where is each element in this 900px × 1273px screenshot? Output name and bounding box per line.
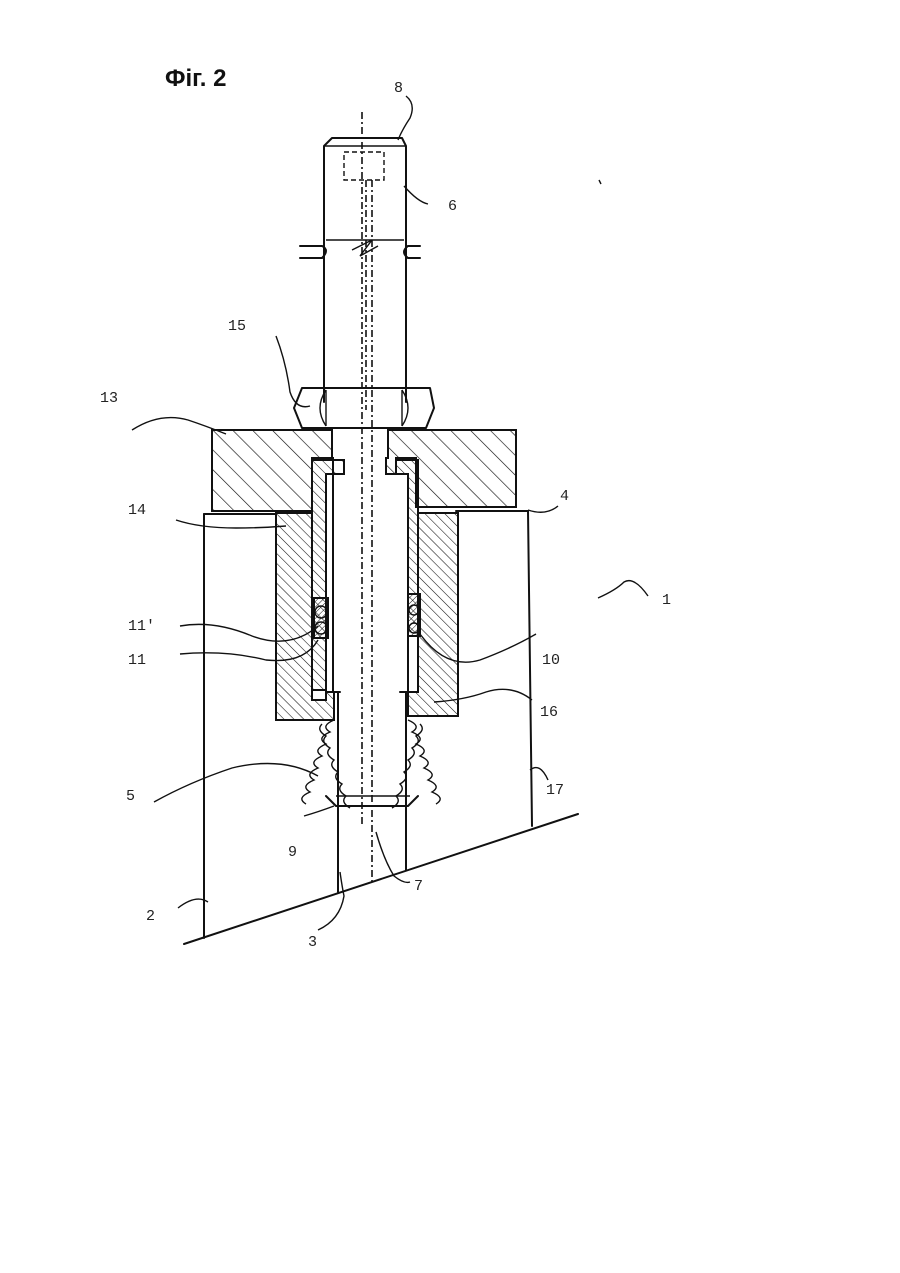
centerline-7 [362,112,372,884]
outer-housing [204,511,532,938]
label-11: 11 [128,652,146,669]
rod-6 [300,138,420,402]
label-9: 9 [288,844,297,861]
nut-15 [294,388,434,428]
label-17: 17 [546,782,564,799]
label-3: 3 [308,934,317,951]
label-15: 15 [228,318,246,335]
figure-title: Фіг. 2 [165,65,226,92]
body-16 [276,513,458,720]
label-1: 1 [662,592,671,609]
stray-mark [599,180,601,184]
label-11-prime: 11' [128,618,155,635]
label-14: 14 [128,502,146,519]
label-2: 2 [146,908,155,925]
label-4: 4 [560,488,569,505]
label-13: 13 [100,390,118,407]
label-7: 7 [414,878,423,895]
sleeve-14 [312,460,418,690]
break-mark [352,240,378,256]
label-5: 5 [126,788,135,805]
label-10: 10 [542,652,560,669]
label-16: 16 [540,704,558,721]
bore-walls [333,474,408,692]
sloped-base-line [184,814,578,944]
label-8: 8 [394,80,403,97]
seals [314,594,420,638]
label-6: 6 [448,198,457,215]
plate-13 [212,430,516,511]
spring-5 [302,720,440,808]
